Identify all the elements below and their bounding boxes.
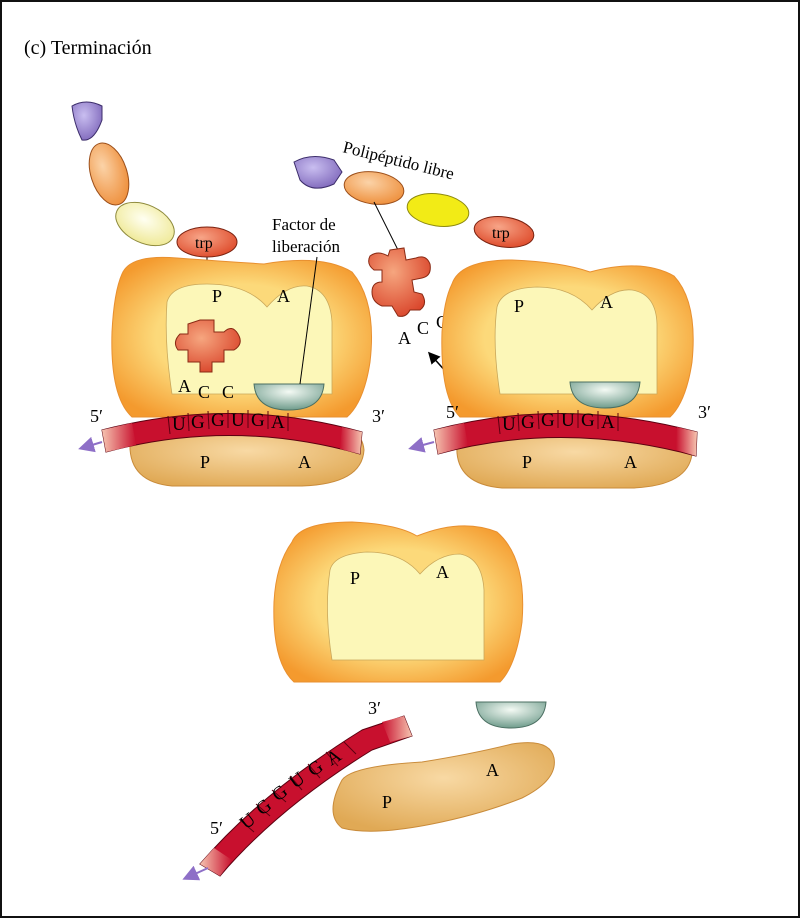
codon-left-4: U bbox=[231, 410, 245, 431]
site-a-small-left: A bbox=[298, 452, 311, 472]
release-factor-label-line1: Factor de bbox=[272, 215, 336, 234]
mrna-direction-arrow-left bbox=[78, 436, 103, 453]
polypeptide-chain-left: trp bbox=[71, 101, 238, 322]
panel-right: Polipéptido libre trp A C C P A P A 5′ 3… bbox=[293, 137, 711, 489]
ribosome-interior-right bbox=[494, 286, 658, 395]
mrna-direction-arrow-right bbox=[408, 437, 435, 453]
three-prime-left: 3′ bbox=[372, 406, 385, 426]
mrna-direction-arrow-free bbox=[182, 865, 209, 881]
site-p-large-free: P bbox=[350, 568, 360, 588]
site-p-small-free: P bbox=[382, 792, 392, 812]
release-factor-left bbox=[253, 383, 325, 411]
bead-purple bbox=[71, 101, 103, 141]
site-a-small-right: A bbox=[624, 452, 637, 472]
free-bead-trp bbox=[473, 216, 535, 248]
release-factor-pointer bbox=[299, 256, 318, 385]
site-a-large-left: A bbox=[277, 286, 290, 306]
panel-left: trp P A A C C Factor de liberación P A 5… bbox=[71, 101, 385, 487]
codon-left-5: G bbox=[251, 410, 265, 431]
release-factor-free bbox=[475, 701, 547, 729]
free-bead-purple bbox=[293, 156, 343, 189]
trna-acceptor-a: A bbox=[178, 376, 191, 396]
five-prime-left: 5′ bbox=[90, 406, 103, 426]
site-a-small-free: A bbox=[486, 760, 499, 780]
small-subunit-free bbox=[332, 742, 555, 832]
site-p-small-left: P bbox=[200, 452, 210, 472]
trna-acceptor-c2: C bbox=[222, 382, 234, 402]
site-a-large-right: A bbox=[600, 292, 613, 312]
site-p-small-right: P bbox=[522, 452, 532, 472]
three-prime-free: 3′ bbox=[368, 698, 381, 718]
bead-pale bbox=[115, 201, 175, 247]
site-p-large-right: P bbox=[514, 296, 524, 316]
codon-left-2: G bbox=[191, 412, 205, 433]
figure-title: (c) Terminación bbox=[24, 37, 152, 59]
codon-right-1: U bbox=[502, 414, 516, 435]
released-trna-a: A bbox=[398, 328, 411, 348]
codon-left-6: A bbox=[271, 412, 285, 433]
free-bead-yellow bbox=[406, 193, 470, 227]
codon-right-3: G bbox=[541, 410, 555, 431]
five-prime-free: 5′ bbox=[210, 818, 223, 838]
trna-left bbox=[174, 319, 241, 373]
release-factor-right bbox=[569, 381, 641, 409]
free-amino-acid-label: trp bbox=[492, 225, 510, 242]
panel-bottom: P A P A 5′ 3′ U G G U G A bbox=[182, 521, 555, 881]
codon-left-1: U bbox=[172, 414, 186, 435]
site-a-large-free: A bbox=[436, 562, 449, 582]
bead-trp bbox=[176, 226, 238, 258]
codon-left-3: G bbox=[211, 410, 225, 431]
trna-acceptor-c1: C bbox=[198, 382, 210, 402]
site-p-large-left: P bbox=[212, 286, 222, 306]
three-prime-right: 3′ bbox=[698, 402, 711, 422]
free-bead-orange bbox=[343, 171, 405, 205]
codon-right-6: A bbox=[601, 412, 615, 433]
codon-right-4: U bbox=[561, 410, 575, 431]
released-trna-c1: C bbox=[417, 318, 429, 338]
ribosome-interior-free bbox=[327, 551, 485, 661]
trna-released bbox=[368, 247, 431, 317]
amino-acid-label: trp bbox=[195, 235, 213, 252]
release-factor-label-line2: liberación bbox=[272, 237, 340, 256]
five-prime-right: 5′ bbox=[446, 402, 459, 422]
codon-right-2: G bbox=[521, 412, 535, 433]
bead-orange bbox=[88, 142, 130, 206]
codon-right-5: G bbox=[581, 410, 595, 431]
